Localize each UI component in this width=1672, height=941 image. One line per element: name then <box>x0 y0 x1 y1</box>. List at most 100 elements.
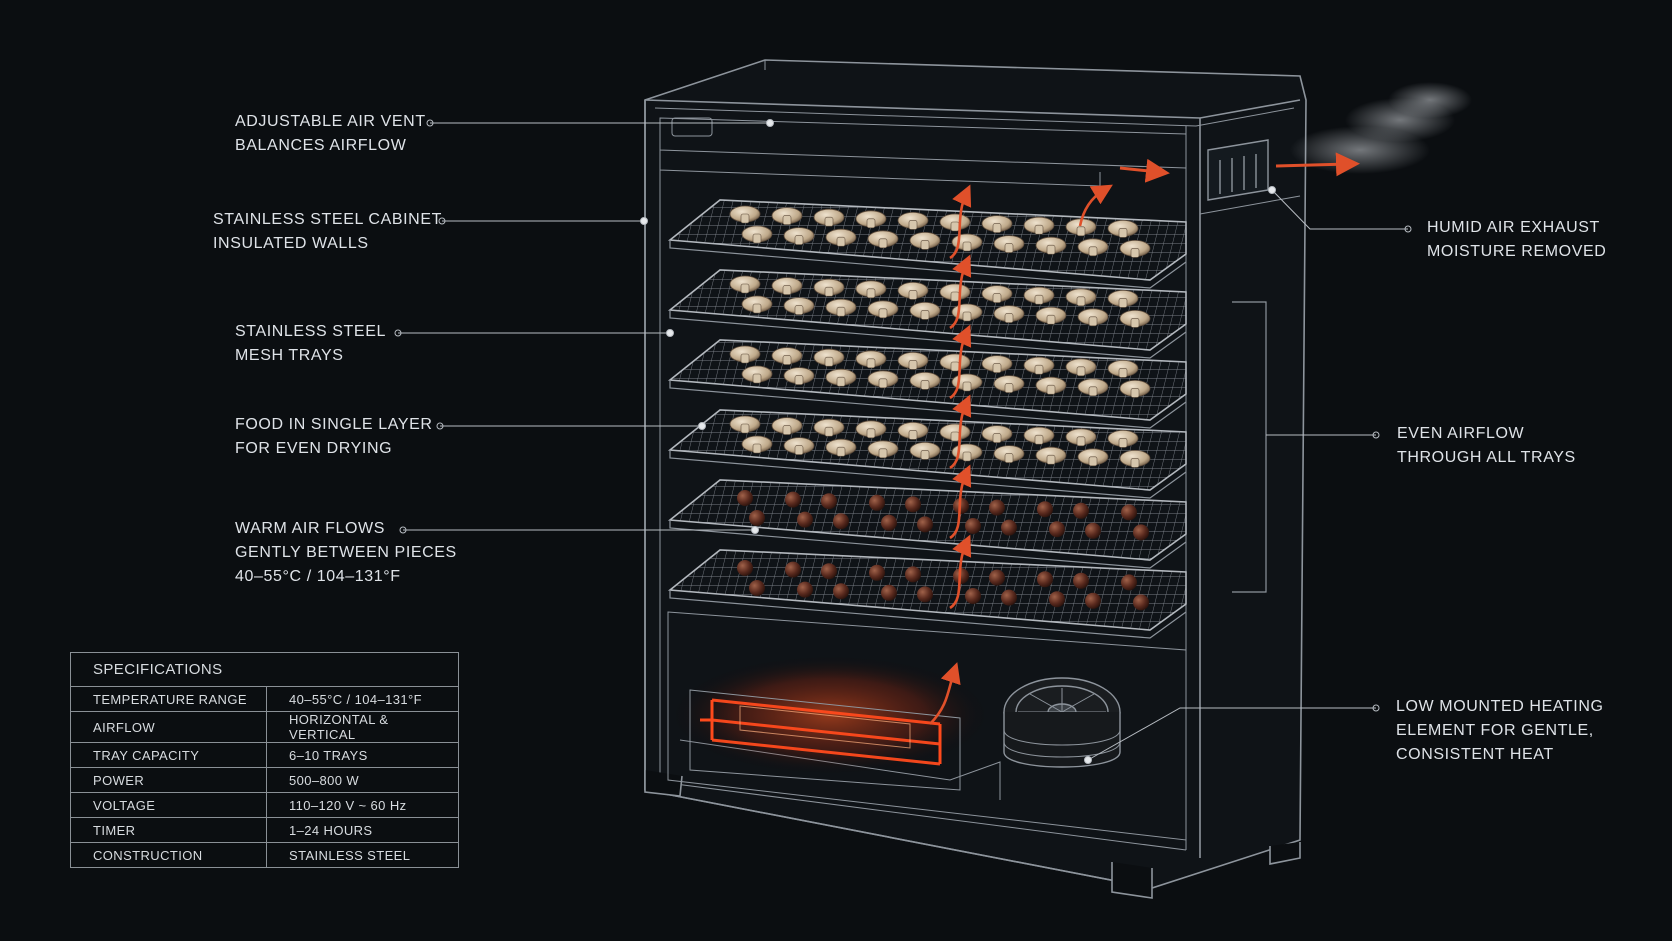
mushroom-slice <box>813 278 845 297</box>
mushroom-slice <box>729 345 761 364</box>
spec-label: VOLTAGE <box>70 792 267 818</box>
mushroom-slice <box>1035 236 1067 255</box>
mushroom-slice <box>993 305 1025 323</box>
mushroom-slice <box>981 285 1013 303</box>
mushroom-slice <box>771 277 803 295</box>
mushroom-slice <box>867 230 899 249</box>
berry <box>989 569 1005 586</box>
mushroom-slice <box>867 440 899 459</box>
spec-label: TRAY CAPACITY <box>70 742 267 768</box>
mushroom-slice <box>939 283 971 302</box>
exhaust-vent-icon <box>1207 139 1269 201</box>
steam-icon <box>1290 82 1472 174</box>
callout-line: 40–55°C / 104–131°F <box>235 568 401 585</box>
mushroom-slice <box>825 228 857 247</box>
berry <box>737 490 753 506</box>
mushroom-slice <box>729 415 761 434</box>
berry <box>905 496 921 513</box>
mushroom-slice <box>1107 359 1139 378</box>
berry <box>869 494 885 511</box>
callout-line: ADJUSTABLE AIR VENT <box>235 113 426 130</box>
spec-label: TIMER <box>70 817 267 843</box>
mushroom-slice <box>1023 216 1055 235</box>
mushroom-slice <box>1107 219 1139 238</box>
callout-line: MESH TRAYS <box>235 347 344 364</box>
berry <box>1049 521 1065 538</box>
mushroom-slice <box>741 435 773 454</box>
berry <box>797 511 813 528</box>
berry <box>881 584 897 601</box>
berry <box>1121 504 1137 521</box>
control-panel-icon <box>671 117 713 137</box>
mushroom-slice <box>741 295 773 314</box>
mushroom-slice <box>897 211 929 230</box>
mushroom-slice <box>771 347 803 365</box>
berry <box>833 583 849 600</box>
berry <box>869 564 885 581</box>
berry <box>785 491 801 508</box>
mushroom-slice <box>1023 286 1055 305</box>
heating-element-icon <box>670 655 990 791</box>
mushroom-slice <box>1065 288 1097 307</box>
berry <box>1049 591 1065 608</box>
mushroom-slice <box>1119 309 1151 328</box>
mushroom-slice <box>771 417 803 435</box>
callout-line: EVEN AIRFLOW <box>1397 425 1525 442</box>
mushroom-slice <box>1077 238 1109 257</box>
mushroom-slice <box>855 420 887 439</box>
fan-icon <box>1003 677 1121 768</box>
callout-line: LOW MOUNTED HEATING <box>1396 698 1604 715</box>
mushroom-slice <box>855 280 887 299</box>
mushroom-slice <box>1119 449 1151 468</box>
berry <box>1001 519 1017 536</box>
berry <box>917 516 933 533</box>
mushroom-slice <box>1035 446 1067 465</box>
berry <box>1133 594 1149 611</box>
mushroom-slice <box>1065 428 1097 447</box>
mushroom-slice <box>867 300 899 319</box>
mushroom-slice <box>867 370 899 389</box>
mushroom-slice <box>1023 426 1055 445</box>
mushroom-slice <box>909 301 941 320</box>
mushroom-slice <box>939 423 971 442</box>
mushroom-slice <box>825 438 857 457</box>
mushroom-slice <box>939 353 971 372</box>
callout-line: HUMID AIR EXHAUST <box>1427 219 1600 236</box>
mushroom-slice <box>813 348 845 367</box>
airflow-arrow-icon <box>929 662 961 725</box>
spec-value: 110–120 V ~ 60 Hz <box>266 792 459 818</box>
callout-heating: LOW MOUNTED HEATING ELEMENT FOR GENTLE, … <box>1396 695 1604 767</box>
callout-cabinet: STAINLESS STEEL CABINET INSULATED WALLS <box>213 208 442 256</box>
mushroom-slice <box>1119 239 1151 258</box>
berry <box>749 510 765 526</box>
mushroom-slice <box>813 418 845 437</box>
mushroom-slice <box>813 208 845 227</box>
mushroom-slice <box>1107 289 1139 308</box>
berry <box>1037 571 1053 588</box>
mushroom-slice <box>1065 358 1097 377</box>
callout-line: FOR EVEN DRYING <box>235 440 393 457</box>
berry <box>785 561 801 578</box>
mushroom-slice <box>1077 378 1109 397</box>
mushroom-slice <box>1023 356 1055 375</box>
berry <box>833 513 849 530</box>
berry <box>737 560 753 576</box>
mushroom-slice <box>981 215 1013 233</box>
berry <box>881 514 897 531</box>
tray-stack <box>667 199 1187 639</box>
mushroom-slice <box>939 213 971 232</box>
leader-lines <box>394 119 1412 764</box>
spec-label: CONSTRUCTION <box>70 842 267 868</box>
spec-value: 1–24 HOURS <box>266 817 459 843</box>
mushroom-slice <box>897 351 929 370</box>
mushroom-slice <box>981 355 1013 373</box>
berry <box>797 581 813 598</box>
callout-food: FOOD IN SINGLE LAYER FOR EVEN DRYING <box>235 413 433 461</box>
callout-line: GENTLY BETWEEN PIECES <box>235 544 457 561</box>
